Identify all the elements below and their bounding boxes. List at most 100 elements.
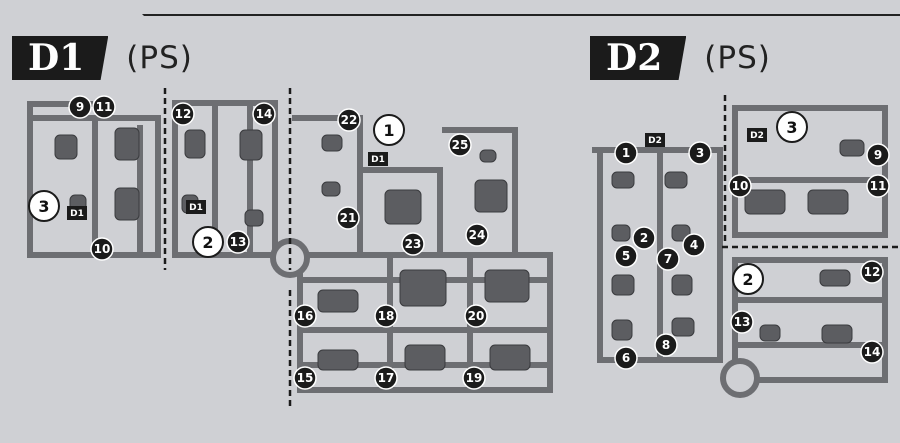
svg-text:4: 4 xyxy=(690,238,698,252)
header-rule xyxy=(150,0,900,16)
part-number-d1-2: 2 xyxy=(192,226,224,258)
part-number-d1-21: 21 xyxy=(336,206,360,230)
runner-tag: D2 xyxy=(645,133,665,147)
d2-subtitle: (PS) xyxy=(704,40,771,76)
part-number-d2-13: 13 xyxy=(730,310,754,334)
part-number-d1-22: 22 xyxy=(337,108,361,132)
d2-title: D2 xyxy=(590,36,687,80)
svg-text:25: 25 xyxy=(452,138,469,152)
svg-text:2: 2 xyxy=(640,231,648,245)
runner-line xyxy=(732,105,888,238)
svg-text:24: 24 xyxy=(469,228,486,242)
svg-text:21: 21 xyxy=(340,211,357,225)
svg-text:15: 15 xyxy=(297,371,314,385)
svg-text:2: 2 xyxy=(202,233,213,252)
svg-text:23: 23 xyxy=(405,237,422,251)
svg-text:8: 8 xyxy=(662,338,670,352)
part-number-d2-12: 12 xyxy=(860,260,884,284)
part-number-d2-3: 3 xyxy=(688,141,712,165)
svg-text:D1: D1 xyxy=(371,155,385,165)
svg-text:1: 1 xyxy=(383,121,394,140)
svg-text:20: 20 xyxy=(468,309,485,323)
svg-text:2: 2 xyxy=(742,270,753,289)
part-number-d1-9: 9 xyxy=(68,95,92,119)
part-number-d2-3o: 3 xyxy=(776,111,808,143)
svg-text:22: 22 xyxy=(341,113,358,127)
part-number-d1-23: 23 xyxy=(401,232,425,256)
runner-line xyxy=(357,167,443,258)
svg-text:12: 12 xyxy=(864,265,881,279)
svg-text:13: 13 xyxy=(230,235,247,249)
svg-text:D1: D1 xyxy=(70,209,84,219)
runner-line xyxy=(172,100,278,258)
svg-text:17: 17 xyxy=(378,371,395,385)
part-shape xyxy=(611,319,633,341)
part-shape xyxy=(611,171,635,189)
svg-text:D1: D1 xyxy=(189,203,203,213)
svg-text:1: 1 xyxy=(622,146,630,160)
svg-text:7: 7 xyxy=(664,252,672,266)
part-shape xyxy=(479,149,497,163)
svg-text:3: 3 xyxy=(696,146,704,160)
runner-line xyxy=(597,147,723,363)
part-number-d1-1: 1 xyxy=(373,114,405,146)
svg-text:11: 11 xyxy=(96,100,113,114)
part-shape xyxy=(759,324,781,342)
svg-text:D2: D2 xyxy=(750,131,764,141)
svg-text:6: 6 xyxy=(622,351,630,365)
part-number-d2-8: 8 xyxy=(654,333,678,357)
runner-tag: D1 xyxy=(186,200,206,214)
part-number-d1-12: 12 xyxy=(171,102,195,126)
part-number-d2-2o: 2 xyxy=(732,263,764,295)
part-number-d1-10: 10 xyxy=(90,237,114,261)
part-shape xyxy=(317,289,359,313)
part-shape xyxy=(184,129,206,159)
runner-line xyxy=(297,252,553,393)
runner-tag: D1 xyxy=(368,152,388,166)
part-number-d2-6: 6 xyxy=(614,346,638,370)
part-shape xyxy=(664,171,688,189)
part-shape xyxy=(244,209,264,227)
part-number-d1-16: 16 xyxy=(293,304,317,328)
d2-heading: D2 (PS) xyxy=(590,36,771,80)
part-number-d1-14: 14 xyxy=(252,102,276,126)
part-number-d2-4: 4 xyxy=(682,233,706,257)
svg-text:9: 9 xyxy=(874,148,882,162)
part-number-d1-20: 20 xyxy=(464,304,488,328)
runner-hub xyxy=(720,358,760,398)
part-shape xyxy=(114,187,140,221)
part-number-d2-9: 9 xyxy=(866,143,890,167)
part-shape xyxy=(744,189,786,215)
svg-text:3: 3 xyxy=(38,197,49,216)
part-number-d2-11: 11 xyxy=(866,174,890,198)
part-shape xyxy=(384,189,422,225)
part-number-d2-14: 14 xyxy=(860,340,884,364)
runner-tag: D1 xyxy=(67,206,87,220)
d1-subtitle: (PS) xyxy=(126,40,193,76)
runner-tag: D2 xyxy=(747,128,767,142)
part-shape xyxy=(321,181,341,197)
svg-text:10: 10 xyxy=(94,242,111,256)
svg-text:9: 9 xyxy=(76,100,84,114)
part-shape xyxy=(821,324,853,344)
part-shape xyxy=(807,189,849,215)
part-number-d1-3: 3 xyxy=(28,190,60,222)
part-number-d1-17: 17 xyxy=(374,366,398,390)
svg-text:18: 18 xyxy=(378,309,395,323)
svg-text:5: 5 xyxy=(622,249,630,263)
part-number-d1-24: 24 xyxy=(465,223,489,247)
svg-text:11: 11 xyxy=(870,179,887,193)
svg-text:19: 19 xyxy=(466,371,483,385)
part-number-d1-11: 11 xyxy=(92,95,116,119)
part-number-d1-13: 13 xyxy=(226,230,250,254)
svg-text:13: 13 xyxy=(734,315,751,329)
part-shape xyxy=(489,344,531,371)
part-number-d2-7: 7 xyxy=(656,247,680,271)
part-shape xyxy=(484,269,530,303)
svg-text:10: 10 xyxy=(732,179,749,193)
part-number-d2-1: 1 xyxy=(614,141,638,165)
part-shape xyxy=(404,344,446,371)
part-number-d2-10: 10 xyxy=(728,174,752,198)
part-number-d1-19: 19 xyxy=(462,366,486,390)
